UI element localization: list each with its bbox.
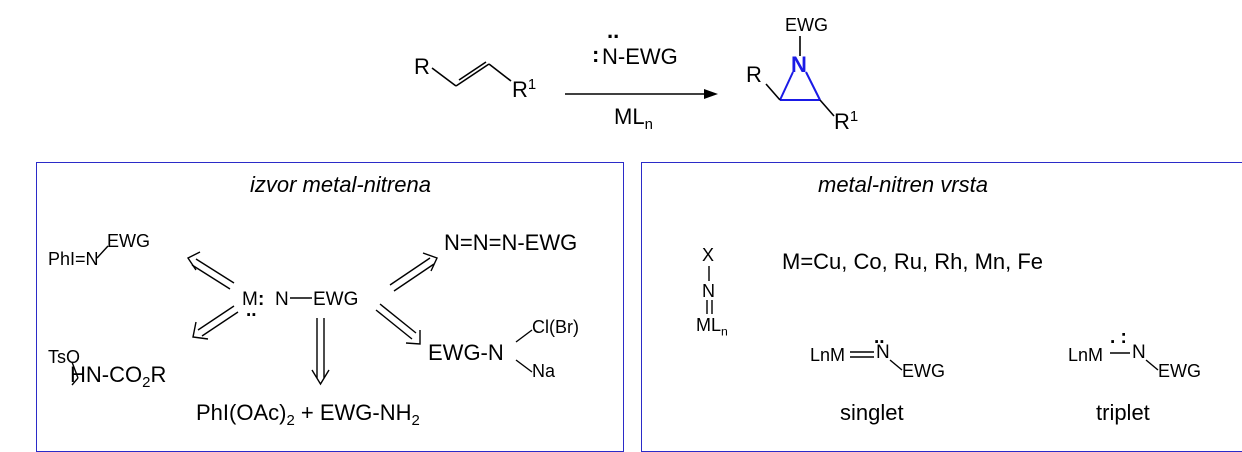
alkene-double-bond xyxy=(455,63,490,87)
left-panel-title: izvor metal-nitrena xyxy=(250,172,431,197)
oxidant-label: PhI(OAc)2 + EWG-NH2 xyxy=(196,400,420,430)
singlet-n-ewg-bond xyxy=(889,359,903,371)
triplet-caption: triplet xyxy=(1096,400,1150,425)
reagent-lone-pair-dots: .. xyxy=(607,18,620,43)
singlet-n-dots: .. xyxy=(874,327,885,348)
alkene-r-label: R xyxy=(414,54,430,79)
catalyst-label: MLn xyxy=(614,104,653,134)
carbamate-label: HN-CO2R xyxy=(70,362,167,392)
center-n-label: N xyxy=(275,289,289,310)
aziridine-n-c-right xyxy=(805,71,821,101)
triplet-n-label: N xyxy=(1132,342,1146,363)
species-bonds xyxy=(706,266,1159,371)
singlet-lnm-label: LnM xyxy=(810,345,846,365)
singlet-caption: singlet xyxy=(840,400,904,425)
reagent-label: N-EWG xyxy=(602,44,678,69)
triplet-n-ewg-bond xyxy=(1145,359,1159,371)
metals-list: M=Cu, Co, Ru, Rh, Mn, Fe xyxy=(782,249,1044,274)
iminoiodinane-ewg-label: EWG xyxy=(107,231,150,251)
product-r-label: R xyxy=(746,62,762,87)
center-ewg-label: EWG xyxy=(313,289,359,310)
product-ewg-label: EWG xyxy=(785,15,828,35)
arrow-to-oxidant xyxy=(311,318,330,386)
n-cl-bond xyxy=(515,329,533,343)
aziridine-r-bond xyxy=(765,83,781,101)
center-metal-label: M xyxy=(242,289,258,310)
alkene-r1-label: R1 xyxy=(512,76,537,103)
right-panel-title: metal-nitren vrsta xyxy=(818,172,988,197)
chloramine-label: EWG-N xyxy=(428,340,504,365)
product-n-label: N xyxy=(791,52,807,77)
alkene-double-bond-inner xyxy=(458,61,487,81)
tso-hn-bond xyxy=(71,377,79,386)
alkene-bond-left xyxy=(431,67,457,87)
reaction-arrowhead xyxy=(704,89,718,99)
arrow-to-carbamate xyxy=(192,305,239,340)
x-label: X xyxy=(702,245,715,265)
tso-hn-bond-2 xyxy=(71,361,79,379)
center-metal-colon: : xyxy=(258,289,265,310)
arrow-to-chloramine xyxy=(375,303,421,345)
chloramine-na-label: Na xyxy=(532,361,556,381)
chloramine-cl-label: Cl(Br) xyxy=(532,317,579,337)
imido-n-label: N xyxy=(702,281,715,301)
reagent-colon: : xyxy=(592,42,600,67)
arrow-to-iminoiodinane xyxy=(186,251,235,290)
aziridine-r1-bond xyxy=(819,99,835,117)
singlet-n-label: N xyxy=(876,342,890,363)
alkene-bond-right xyxy=(488,63,512,82)
source-arrows xyxy=(71,245,533,386)
triplet-n-dots: . : xyxy=(1110,327,1127,348)
mln-label: MLn xyxy=(696,315,728,339)
product-r1-label: R1 xyxy=(834,108,859,135)
azide-label: N=N=N-EWG xyxy=(444,230,578,255)
aziridine-n-c-left xyxy=(779,71,794,101)
reaction-bonds xyxy=(431,36,835,117)
n-na-bond xyxy=(515,359,533,373)
tso-label: TsO xyxy=(48,347,81,367)
singlet-ewg-label: EWG xyxy=(902,361,945,381)
arrow-to-azide xyxy=(389,252,438,292)
triplet-ewg-label: EWG xyxy=(1158,361,1201,381)
iminoiodinane-label: PhI=N xyxy=(48,249,99,269)
triplet-lnm-label: LnM xyxy=(1068,345,1104,365)
phi-n-ewg-bond xyxy=(96,245,109,259)
center-lone-pair-dots: .. xyxy=(246,300,257,321)
